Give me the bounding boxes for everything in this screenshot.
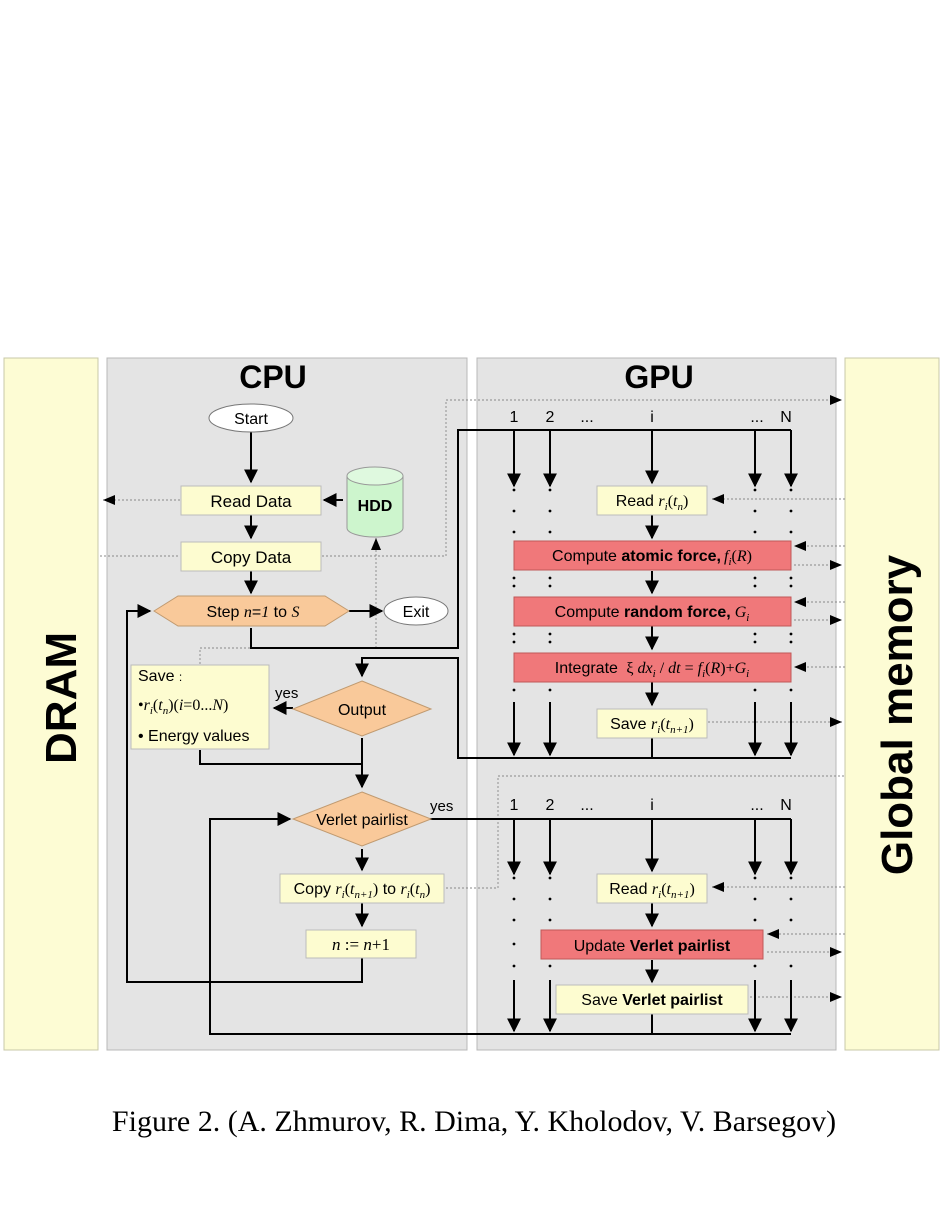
thread-label: i	[650, 797, 654, 814]
hdd-cylinder	[346, 466, 404, 538]
verlet-decision	[291, 791, 433, 847]
gpu-read-box	[596, 485, 708, 516]
gpu-save-box	[596, 708, 708, 739]
thread-label: 1	[510, 797, 519, 814]
dram-label: DRAM	[37, 632, 86, 764]
integrate-label: Integrate ξ dxi / dt = fi(R)+Gi	[555, 660, 749, 680]
hdd-label: HDD	[358, 498, 393, 515]
thread-label: 2	[546, 797, 555, 814]
increment-box	[305, 929, 417, 959]
cpu-title: CPU	[239, 359, 307, 395]
thread-label: ...	[750, 797, 763, 814]
save-coords: •ri(tn)(i=0...N)	[138, 697, 228, 717]
compute-random-force-box	[513, 596, 792, 627]
output-decision	[291, 680, 433, 737]
update-verlet-label: Update Verlet pairlist	[574, 938, 731, 955]
figure-caption: Figure 2. (A. Zhmurov, R. Dima, Y. Kholo…	[112, 1105, 836, 1138]
thread-label: 1	[510, 409, 519, 426]
gpu-read-next-box	[596, 873, 708, 904]
output-label: Output	[338, 702, 387, 719]
update-verlet-box	[540, 929, 764, 960]
thread-label: ...	[580, 797, 593, 814]
read-data-box	[180, 485, 322, 516]
verlet-label: Verlet pairlist	[316, 812, 408, 829]
output-yes-label: yes	[275, 685, 298, 702]
compute-atomic-force-label: Compute atomic force,fi(R)	[552, 548, 752, 568]
integrate-box	[513, 652, 792, 683]
save-verlet-label: Save Verlet pairlist	[581, 992, 723, 1009]
save-box	[130, 664, 270, 750]
copy-coords-box	[279, 873, 445, 904]
gpu-read-label: Read ri(tn)	[616, 493, 689, 513]
thread-label: i	[650, 409, 654, 426]
global-memory-label: Global memory	[873, 554, 922, 875]
dram-panel	[3, 357, 99, 1051]
increment-label: n := n+1	[332, 935, 390, 954]
verlet-yes-label: yes	[430, 798, 453, 815]
copy-data-label: Copy Data	[211, 548, 292, 567]
start-label: Start	[234, 411, 268, 428]
global-memory-panel	[844, 357, 940, 1051]
read-data-label: Read Data	[210, 492, 292, 511]
thread-label: ...	[580, 409, 593, 426]
gpu-save-label: Save ri(tn+1)	[610, 716, 694, 736]
step-loop-label: Step n=1 to S	[207, 604, 300, 621]
save-title: Save :	[138, 668, 182, 685]
thread-label: N	[780, 409, 792, 426]
compute-random-force-label: Compute random force,Gi	[555, 604, 750, 624]
exit-label: Exit	[403, 604, 430, 621]
thread-label: ...	[750, 409, 763, 426]
gpu-top-thread-labels: 1 2 ... i ... N	[510, 409, 792, 426]
gpu-title: GPU	[624, 359, 693, 395]
thread-label: N	[780, 797, 792, 814]
save-energy: • Energy values	[138, 728, 249, 745]
compute-atomic-force-box	[513, 540, 792, 571]
exit-node	[383, 596, 449, 626]
gpu-bottom-thread-labels: 1 2 ... i ... N	[510, 797, 792, 814]
thread-label: 2	[546, 409, 555, 426]
copy-coords-label: Copy ri(tn+1) to ri(tn)	[294, 881, 431, 901]
copy-data-box	[180, 541, 322, 572]
start-node	[208, 403, 294, 433]
step-loop-hexagon	[153, 595, 350, 627]
save-verlet-box	[555, 984, 749, 1015]
